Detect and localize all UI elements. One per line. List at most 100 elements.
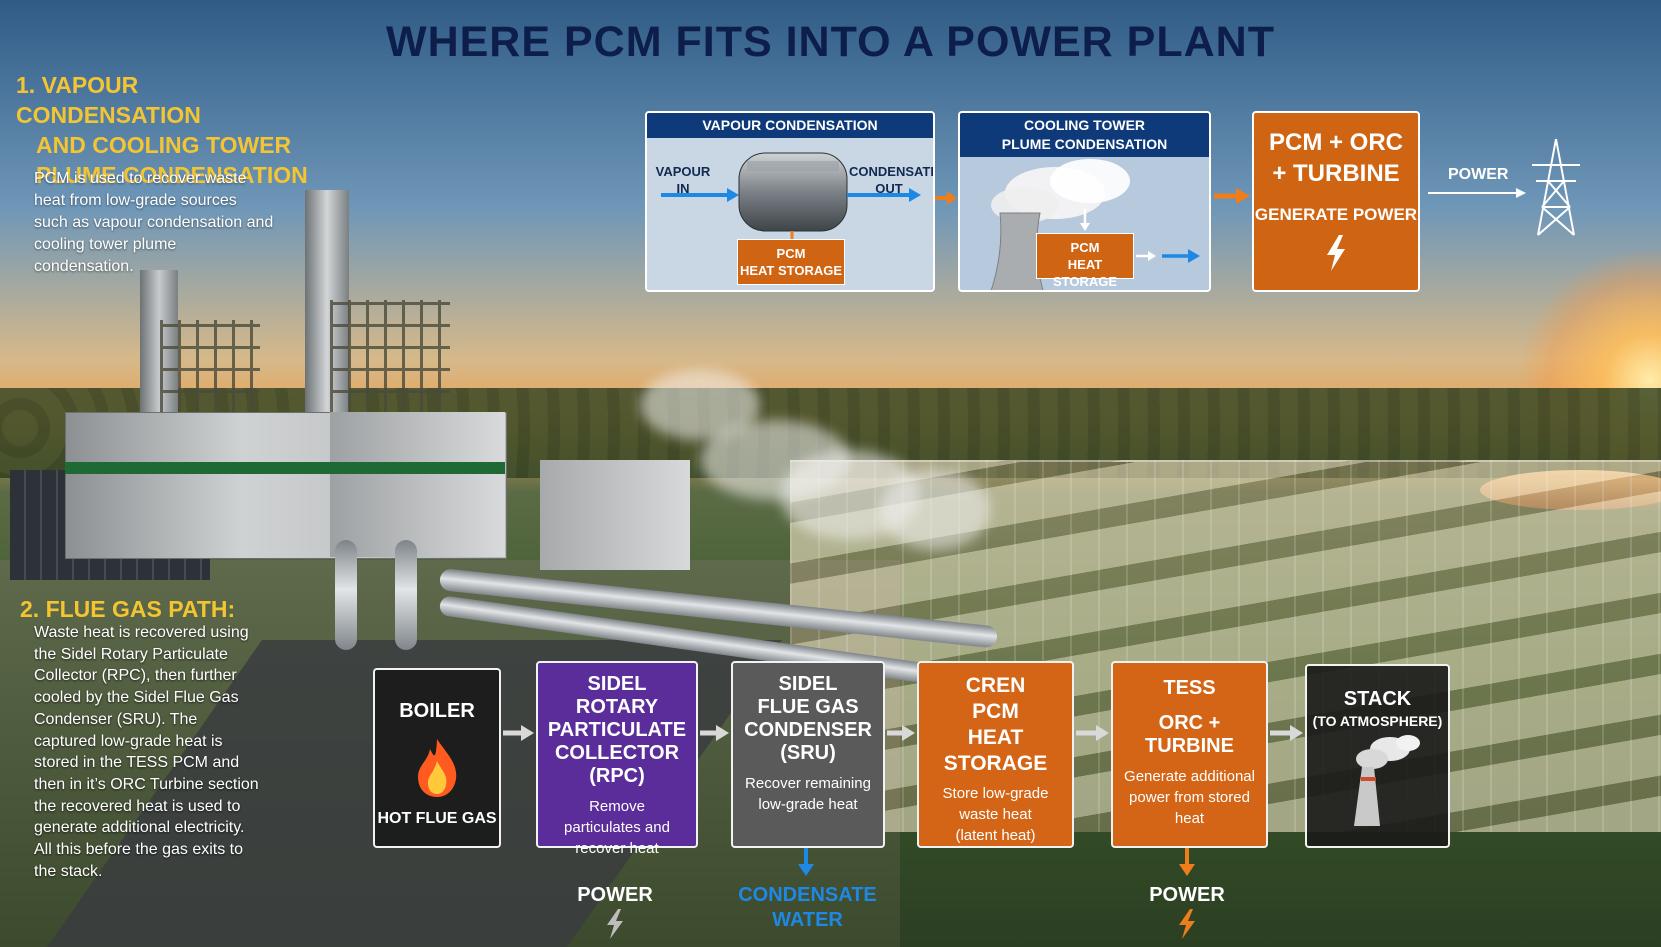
flame-inner bbox=[428, 761, 447, 794]
path-arrow-4 bbox=[1076, 725, 1109, 741]
flow-arrow-1 bbox=[935, 191, 957, 205]
smoke-puff bbox=[1355, 749, 1388, 769]
cren-title-line: CREN bbox=[965, 674, 1026, 697]
tess-power-down-arrow bbox=[1179, 848, 1195, 876]
smoke-puff bbox=[1395, 735, 1420, 751]
power-label-top: POWER bbox=[1448, 166, 1509, 183]
generation-subtitle: GENERATE POWER bbox=[1254, 205, 1418, 224]
steam-plume bbox=[880, 470, 990, 550]
heat-storage-label: HEAT STORAGE bbox=[739, 263, 843, 278]
steel-frame bbox=[330, 300, 450, 415]
tess-title-line: ORC + TURBINE bbox=[1145, 712, 1234, 757]
storage-out-arrowhead bbox=[1148, 251, 1156, 261]
lightning-icon bbox=[1327, 235, 1345, 271]
vapour-condensation-panel: VAPOUR CONDENSATION VAPOUR IN CONDENSATE… bbox=[645, 111, 935, 292]
vapour-pcm-storage-box: PCM HEAT STORAGE bbox=[737, 239, 845, 285]
section2-body: Waste heat is recovered using the Sidel … bbox=[34, 624, 259, 880]
pcm-label: PCM bbox=[776, 246, 806, 261]
stack-card: STACK (TO ATMOSPHERE) bbox=[1305, 664, 1450, 848]
boiler-card: BOILER HOT FLUE GAS bbox=[373, 668, 501, 848]
rpc-card: SIDEL ROTARY PARTICULATE COLLECTOR (RPC)… bbox=[536, 661, 698, 857]
heat-storage-label: HEAT STORAGE bbox=[1052, 257, 1118, 289]
tess-power-output: POWER bbox=[1149, 884, 1225, 906]
condensate-output-line: CONDENSATE bbox=[738, 884, 877, 906]
cooling-tower bbox=[990, 212, 1044, 290]
tess-desc: Generate additional power from stored he… bbox=[1124, 768, 1255, 827]
rpc-title-line: SIDEL bbox=[587, 673, 647, 695]
arrow-head bbox=[902, 725, 915, 741]
arrow-head bbox=[1290, 725, 1303, 741]
steel-frame-left bbox=[160, 320, 260, 415]
tess-title: TESS ORC + TURBINE bbox=[1113, 677, 1266, 758]
condensate-out-label-line: OUT bbox=[875, 181, 903, 196]
arrow-head bbox=[1516, 188, 1526, 198]
sru-title-line: FLUE GAS bbox=[757, 696, 859, 718]
condensate-water-output: CONDENSATE WATER bbox=[730, 883, 885, 933]
boiler-title: BOILER bbox=[399, 700, 475, 722]
generation-title: PCM + ORC + TURBINE bbox=[1254, 127, 1418, 189]
rpc-desc: Remove particulates and recover heat bbox=[564, 798, 670, 857]
arrow-head bbox=[716, 725, 729, 741]
path-arrow-3 bbox=[887, 725, 915, 741]
cren-title-line: HEAT STORAGE bbox=[943, 726, 1048, 775]
vapour-in-label-line: VAPOUR bbox=[655, 164, 711, 179]
transmission-tower-icon bbox=[1532, 138, 1580, 236]
vapour-in-label: VAPOUR IN bbox=[653, 163, 713, 197]
rpc-title: SIDEL ROTARY PARTICULATE COLLECTOR (RPC) bbox=[538, 673, 696, 788]
vapour-panel-title: VAPOUR CONDENSATION bbox=[647, 113, 933, 138]
tess-power-lightning-icon bbox=[1179, 909, 1195, 939]
arrow-head bbox=[947, 191, 957, 205]
pipe-vertical-1 bbox=[335, 540, 357, 650]
rpc-title-line: COLLECTOR (RPC) bbox=[554, 742, 680, 787]
chimney-body bbox=[1353, 767, 1380, 826]
condensate-out-label-line: CONDENSATE bbox=[849, 164, 935, 179]
power-house-annex bbox=[330, 412, 505, 557]
cooling-panel-title-line: COOLING TOWER bbox=[1023, 117, 1146, 133]
auxiliary-building bbox=[540, 460, 690, 570]
arrow-head bbox=[1096, 725, 1109, 741]
stack-desc: (TO ATMOSPHERE) bbox=[1312, 713, 1443, 729]
section1-body: PCM is used to recover waste heat from l… bbox=[34, 170, 274, 275]
path-arrow-2 bbox=[700, 725, 729, 741]
section2-heading: 2. FLUE GAS PATH: bbox=[20, 596, 236, 622]
vapour-in-arrowhead bbox=[727, 188, 739, 202]
section1-heading-line: 1. VAPOUR CONDENSATION bbox=[16, 72, 201, 128]
condensate-down-arrow bbox=[798, 848, 814, 876]
power-arrow bbox=[1428, 188, 1526, 198]
chimney-stripe bbox=[1360, 777, 1376, 781]
path-arrow-1 bbox=[503, 725, 534, 741]
cooling-panel-title-line: PLUME CONDENSATION bbox=[1001, 136, 1168, 152]
cren-card: CREN PCM HEAT STORAGE Store low-grade wa… bbox=[917, 661, 1074, 848]
cren-desc: Store low-grade waste heat (latent heat) bbox=[942, 785, 1049, 844]
cooling-tower-panel: COOLING TOWER PLUME CONDENSATION PCM HEA… bbox=[958, 111, 1211, 292]
sru-title-line: SIDEL bbox=[778, 673, 838, 695]
section1-heading-line: AND COOLING TOWER bbox=[36, 132, 292, 158]
pcm-label: PCM bbox=[1070, 240, 1100, 255]
condensate-output-line: WATER bbox=[772, 909, 843, 931]
path-arrow-5 bbox=[1270, 725, 1303, 741]
chimney-icon bbox=[1353, 735, 1420, 826]
cooling-panel-title: COOLING TOWER PLUME CONDENSATION bbox=[960, 113, 1209, 157]
plume-down-arrowhead bbox=[1080, 223, 1090, 231]
cooling-tower-illustration bbox=[990, 159, 1200, 290]
rpc-power-lightning-icon bbox=[607, 909, 623, 939]
generation-title-line: PCM + ORC bbox=[1268, 129, 1403, 156]
sru-title-line: (SRU) bbox=[780, 742, 836, 764]
sru-card: SIDEL FLUE GAS CONDENSER (SRU) Recover r… bbox=[731, 661, 885, 848]
cooling-pcm-storage-box: PCM HEAT STORAGE bbox=[1036, 233, 1134, 289]
arrow-head bbox=[521, 725, 534, 741]
arrow-head bbox=[798, 864, 814, 876]
blue-out-arrowhead bbox=[1188, 249, 1200, 263]
flame-icon bbox=[418, 739, 457, 797]
arrow-head bbox=[1236, 188, 1250, 204]
generation-title-line: + TURBINE bbox=[1272, 160, 1400, 187]
rpc-title-line: PARTICULATE bbox=[547, 719, 687, 741]
cren-title: CREN PCM HEAT STORAGE bbox=[919, 673, 1072, 777]
lightning-shape bbox=[1327, 235, 1345, 271]
condensate-out-arrowhead bbox=[909, 188, 921, 202]
condensate-out-label: CONDENSATE OUT bbox=[849, 163, 935, 197]
tess-title-line: TESS bbox=[1163, 677, 1216, 699]
tank-highlight bbox=[747, 161, 839, 171]
sru-title-line: CONDENSER bbox=[744, 719, 872, 741]
